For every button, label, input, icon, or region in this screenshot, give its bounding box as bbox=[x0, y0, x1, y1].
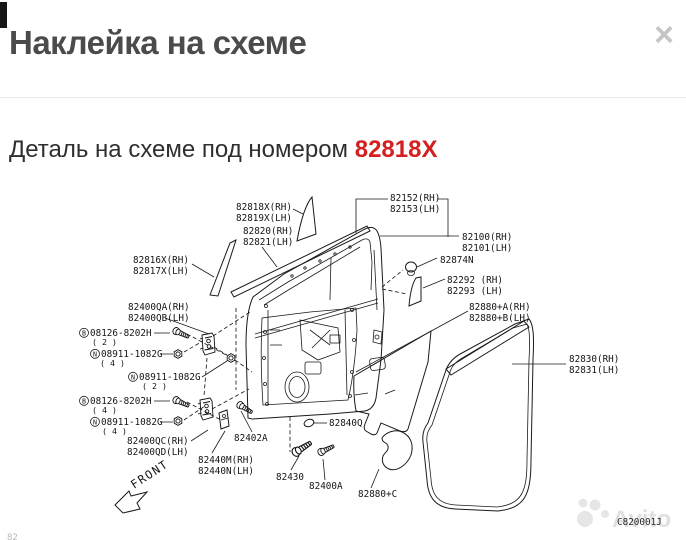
part-label: 82819X(LH) bbox=[236, 213, 292, 224]
door-panel-art bbox=[245, 226, 385, 420]
subtitle: Деталь на схеме под номером 82818X bbox=[9, 136, 437, 164]
part-label: 82292 (RH) bbox=[447, 275, 503, 286]
part-label: 08126-8202H bbox=[90, 396, 152, 407]
weatherstrip-panel-82880a bbox=[353, 330, 432, 436]
bolt-08126-icon-1 bbox=[171, 326, 191, 341]
part-label: 82880+C bbox=[358, 489, 397, 500]
part-label: 82100(RH) bbox=[462, 232, 512, 243]
figure-code: C820001J bbox=[617, 517, 662, 528]
part-label: 82440M(RH) bbox=[198, 455, 254, 466]
cropped-text-fragment: 82 bbox=[7, 533, 18, 540]
count-label: ( 4 ) bbox=[100, 358, 125, 368]
count-label: ( 2 ) bbox=[142, 381, 167, 391]
fastener-label-n3: N 08911-1082G ( 4 ) bbox=[90, 416, 163, 436]
fastener-label-b1: B 08126-8202H ( 2 ) bbox=[79, 327, 152, 347]
circled-letter: N bbox=[131, 373, 135, 381]
part-label: 82874N bbox=[440, 255, 474, 266]
leader-lines bbox=[154, 198, 566, 489]
corner-trim-82292 bbox=[408, 276, 422, 307]
part-label: 82831(LH) bbox=[569, 365, 619, 376]
bolt-82402a-icon bbox=[235, 399, 255, 416]
dashed-guides bbox=[183, 269, 408, 452]
fastener-label-n1: N 08911-1082G ( 4 ) bbox=[90, 348, 163, 368]
front-direction-indicator: FRONT bbox=[114, 457, 171, 514]
grommet-82874n bbox=[405, 261, 417, 276]
fastener-label-b2: B 08126-8202H ( 4 ) bbox=[79, 395, 152, 415]
part-label: 82820(RH) bbox=[243, 226, 293, 237]
bolt-82400a-icon bbox=[316, 442, 336, 457]
part-label: 82400QA(RH) bbox=[128, 302, 190, 313]
circled-letter: N bbox=[93, 350, 97, 358]
part-label: 82101(LH) bbox=[462, 243, 512, 254]
seal-patch-82880c bbox=[381, 430, 413, 471]
part-label: 08911-1082G bbox=[139, 372, 201, 383]
part-label: 82152(RH) bbox=[390, 193, 440, 204]
count-label: ( 2 ) bbox=[92, 337, 117, 347]
part-label: 82830(RH) bbox=[569, 354, 619, 365]
part-label: 82818X(RH) bbox=[236, 202, 292, 213]
front-label: FRONT bbox=[128, 457, 171, 492]
part-label: 82400QC(RH) bbox=[127, 436, 189, 447]
upper-hinge-82400qa bbox=[199, 332, 216, 356]
part-label: 82440N(LH) bbox=[198, 466, 254, 477]
count-label: ( 4 ) bbox=[92, 405, 117, 415]
part-label: 82153(LH) bbox=[390, 204, 440, 215]
nut-08911-icon-2 bbox=[226, 353, 236, 363]
nut-08911-icon-3 bbox=[173, 416, 183, 426]
door-check-82440m bbox=[218, 409, 230, 430]
part-label: 82400A bbox=[309, 481, 343, 492]
door-seal-82830 bbox=[422, 318, 534, 512]
part-label: 82293 (LH) bbox=[447, 286, 503, 297]
highlighted-part-number: 82818X bbox=[354, 136, 438, 163]
part-label: 82400QB(LH) bbox=[128, 313, 190, 324]
part-label: 82402A bbox=[234, 433, 268, 444]
part-label: 82840Q bbox=[329, 418, 363, 429]
part-label: 82880+A(RH) bbox=[469, 302, 531, 313]
part-label: 82816X(RH) bbox=[133, 255, 189, 266]
avito-watermark: Avito bbox=[577, 498, 671, 533]
close-icon[interactable]: × bbox=[654, 16, 674, 54]
part-label: 82400QD(LH) bbox=[127, 447, 189, 458]
part-label: 08911-1082G bbox=[101, 349, 163, 360]
part-label: 82880+B(LH) bbox=[469, 313, 531, 324]
circled-letter: N bbox=[93, 418, 97, 426]
part-label: 82817X(LH) bbox=[133, 266, 189, 277]
circled-letter: B bbox=[82, 329, 86, 337]
molding-strip-82820 bbox=[230, 225, 371, 298]
count-label: ( 4 ) bbox=[102, 426, 127, 436]
screen-edge-artifact bbox=[0, 2, 7, 28]
corner-piece-82818x bbox=[296, 195, 317, 242]
modal-title: Наклейка на схеме bbox=[9, 24, 307, 61]
part-label: 08126-8202H bbox=[90, 328, 152, 339]
fastener-label-n2: N 08911-1082G ( 2 ) bbox=[128, 371, 201, 391]
nut-08911-icon-1 bbox=[173, 349, 183, 359]
subtitle-text: Деталь на схеме под номером bbox=[9, 136, 355, 163]
circled-letter: B bbox=[82, 397, 86, 405]
grommet-82840q bbox=[303, 418, 315, 428]
header-divider bbox=[0, 97, 686, 98]
part-label: 82821(LH) bbox=[243, 237, 293, 248]
sash-strip-82816x bbox=[209, 239, 237, 297]
part-label: 08911-1082G bbox=[101, 417, 163, 428]
bolt-82430-icon bbox=[289, 438, 314, 459]
part-label: 82430 bbox=[276, 472, 304, 483]
watermark-text: Avito bbox=[612, 506, 671, 533]
